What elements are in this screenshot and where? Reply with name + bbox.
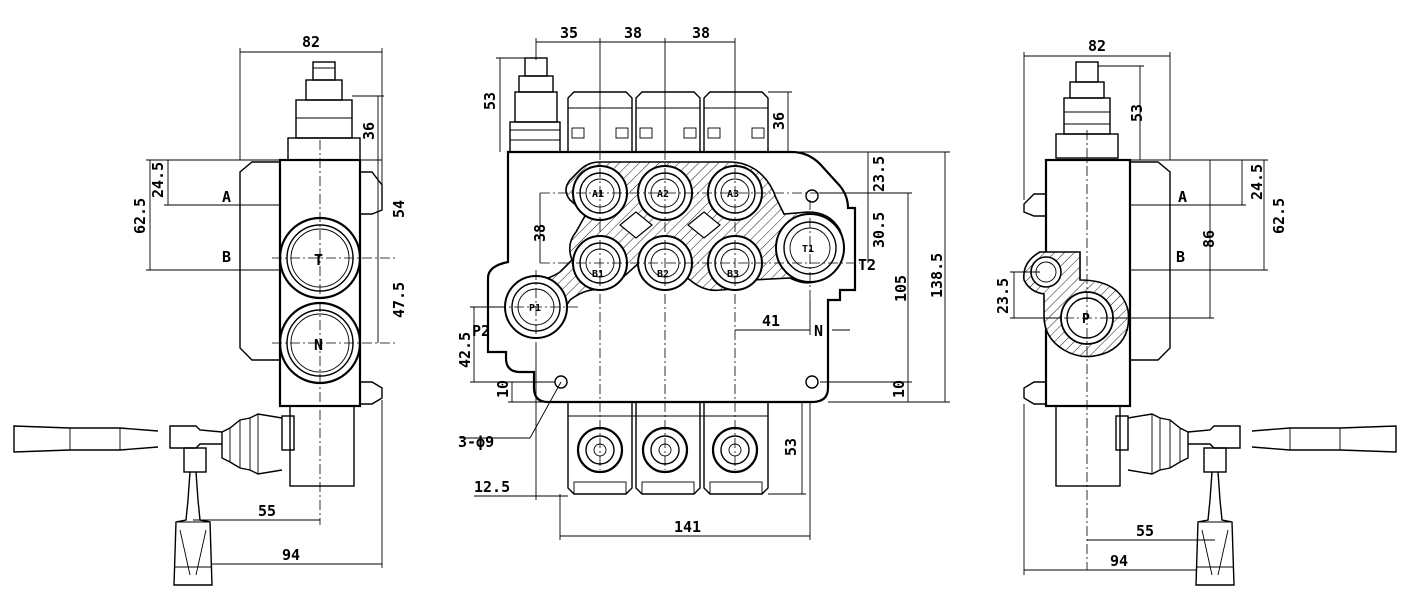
left-label-a: A: [222, 188, 231, 206]
front-dimensions: 35 38 38 53 36 38 23.5 30.5 105: [456, 24, 950, 540]
right-dim-55: 55: [1136, 522, 1154, 540]
left-dim-82: 82: [302, 33, 320, 51]
right-dim-86: 86: [1200, 230, 1218, 248]
right-handle-horizontal: [1251, 425, 1397, 453]
left-dim-47-5: 47.5: [390, 282, 408, 318]
right-dim-23-5: 23.5: [994, 278, 1012, 314]
label-a3: A3: [727, 189, 739, 200]
right-side-view: 82 53 24.5 62.5 86 A B P 23.5: [994, 37, 1397, 586]
front-top-caps: [567, 91, 769, 152]
right-dim-62-5: 62.5: [1270, 198, 1288, 234]
left-dim-24-5: 24.5: [149, 162, 167, 198]
dim-138-5: 138.5: [928, 253, 946, 298]
right-dim-82: 82: [1088, 37, 1106, 55]
left-side-view: 82 36 24.5 62.5 A B 54 47.5 T: [13, 33, 408, 586]
label-b2: B2: [657, 269, 669, 280]
mount-hole-1: [805, 189, 819, 203]
front-body: [486, 150, 857, 404]
dim-38-b: 38: [692, 24, 710, 42]
right-dimensions: 82 53 24.5 62.5 86 A B P 23.5: [994, 37, 1288, 575]
right-label-b: B: [1176, 248, 1185, 266]
right-bellows: [1127, 413, 1189, 475]
label-b1: B1: [592, 269, 604, 280]
dim-36: 36: [770, 112, 788, 130]
dim-105: 105: [892, 275, 910, 302]
dim-41: 41: [762, 312, 780, 330]
left-label-n: N: [314, 336, 323, 354]
dim-12-5: 12.5: [474, 478, 510, 496]
left-dim-62-5: 62.5: [131, 198, 149, 234]
label-n: N: [814, 322, 823, 340]
label-a2: A2: [657, 189, 669, 200]
left-dim-36: 36: [360, 122, 378, 140]
dim-10-right: 10: [890, 380, 908, 398]
right-dim-24-5: 24.5: [1248, 164, 1266, 200]
dim-holes: 3-ϕ9: [458, 433, 494, 451]
left-bellows: [221, 413, 283, 475]
dim-38-vertical: 38: [531, 224, 549, 242]
right-dim-94: 94: [1110, 552, 1128, 570]
dim-42-5: 42.5: [456, 332, 474, 368]
left-dim-54: 54: [390, 200, 408, 218]
front-top-connector: [509, 57, 561, 153]
label-t1: T1: [802, 244, 814, 255]
dim-38-a: 38: [624, 24, 642, 42]
right-label-p: P: [1082, 312, 1090, 327]
left-side-plate: [239, 161, 280, 361]
dim-30-5: 30.5: [870, 212, 888, 248]
label-p2: P2: [472, 322, 490, 340]
left-handle-vertical: [173, 471, 213, 586]
left-handle-horizontal: [13, 425, 159, 453]
left-dimensions: 82 36 24.5 62.5 A B 54 47.5 T: [131, 33, 408, 568]
left-label-b: B: [222, 248, 231, 266]
front-bottom-spools: [567, 402, 769, 495]
left-dim-55: 55: [258, 502, 276, 520]
left-label-t: T: [314, 251, 323, 269]
mount-hole-2: [805, 375, 819, 389]
right-dim-53: 53: [1128, 104, 1146, 122]
right-handle-vertical: [1195, 471, 1235, 586]
label-b3: B3: [727, 269, 739, 280]
right-label-a: A: [1178, 188, 1187, 206]
dim-141: 141: [674, 518, 701, 536]
front-view: A1 A2 A3 B1 B2 B3 T1 P1 T2 N P2 35 38 38: [456, 24, 950, 540]
dim-35: 35: [560, 24, 578, 42]
left-dim-94: 94: [282, 546, 300, 564]
left-connector: [287, 61, 361, 161]
label-p1: P1: [529, 303, 541, 314]
dim-53-bottom: 53: [782, 438, 800, 456]
dim-23-5: 23.5: [870, 156, 888, 192]
dim-53-top: 53: [481, 92, 499, 110]
dim-10-left: 10: [494, 380, 512, 398]
label-a1: A1: [592, 189, 604, 200]
front-port-labels: A1 A2 A3 B1 B2 B3 T1 P1 T2 N P2: [472, 189, 876, 340]
label-t2: T2: [858, 256, 876, 274]
